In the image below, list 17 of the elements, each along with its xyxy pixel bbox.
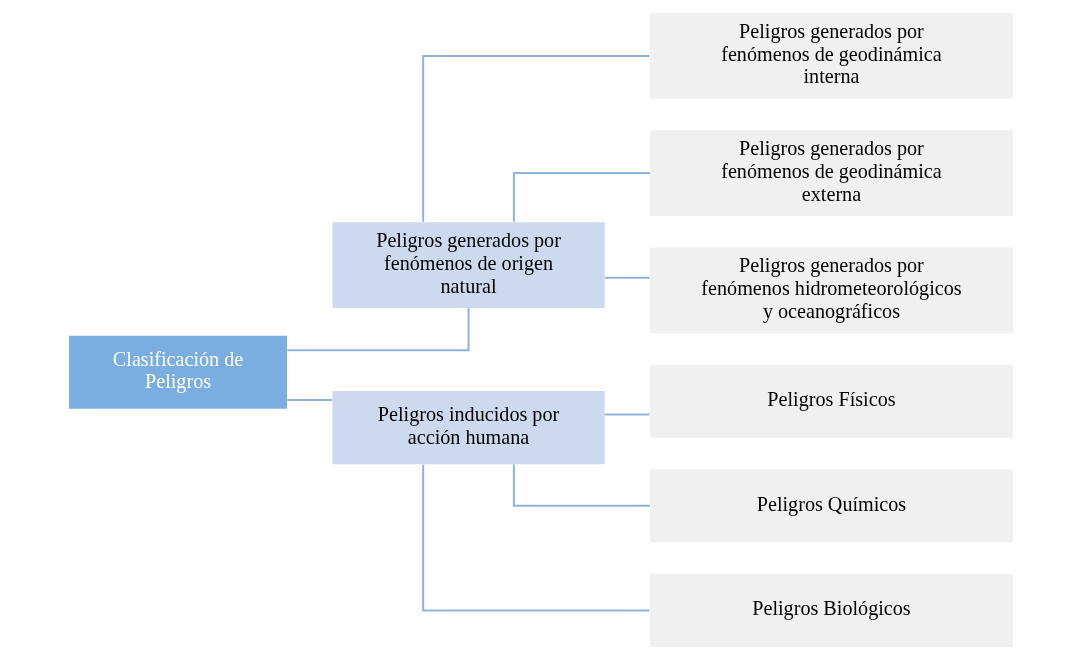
- node-box: Peligros Físicos: [650, 364, 1013, 438]
- connector: [512, 464, 650, 507]
- node-box: Peligros generados por fenómenos hidrometeorológicos y oceanográficos: [650, 247, 1013, 334]
- node-box: Peligros inducidos por acción humana: [332, 391, 605, 465]
- connector: [604, 413, 650, 416]
- connector: [512, 172, 650, 222]
- connector: [287, 398, 333, 401]
- connector: [604, 276, 650, 279]
- connector: [422, 464, 650, 612]
- node-box: Peligros generados por fenómenos de geodinámica interna: [650, 13, 1013, 99]
- connector: [422, 54, 650, 222]
- node-box: Peligros generados por fenómenos de geodinámica externa: [650, 130, 1013, 216]
- node-box: Peligros Químicos: [650, 469, 1013, 543]
- node-box: Peligros Biológicos: [650, 573, 1013, 647]
- connector: [287, 308, 470, 352]
- node-box: Peligros generados por fenómenos de origen natural: [332, 222, 605, 308]
- node-box: Clasificación de Peligros: [69, 335, 288, 409]
